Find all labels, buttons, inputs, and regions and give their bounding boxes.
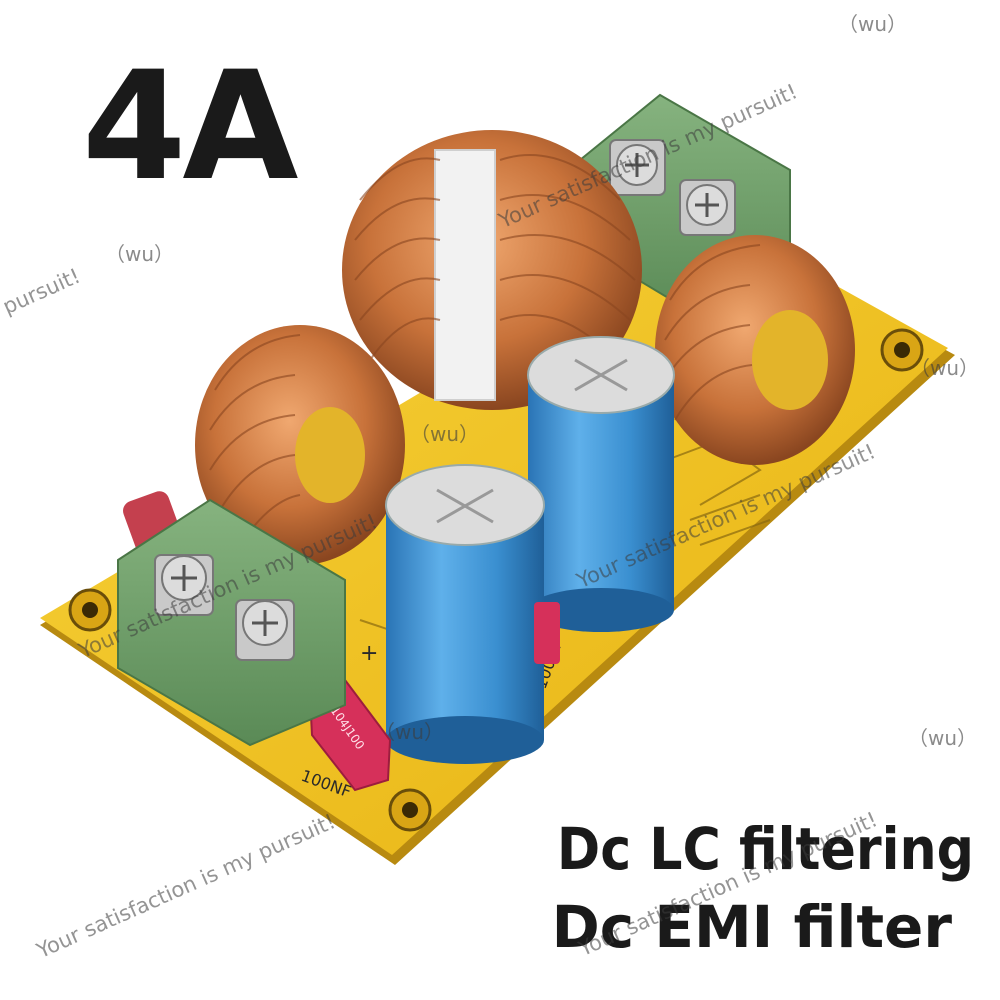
watermark-tag: （wu） <box>908 726 978 750</box>
caption-dc-lc-filtering: Dc LC filtering <box>556 815 974 883</box>
watermark-tag: （wu） <box>375 720 445 744</box>
caption-dc-emi-filter: Dc EMI filter <box>551 893 952 961</box>
watermark-tag: （wu） <box>410 422 480 446</box>
screw-terminal-block-icon <box>117 498 346 747</box>
copper-toroid-inductor-icon <box>195 325 405 565</box>
watermark-tag: （wu） <box>105 242 175 266</box>
electrolytic-capacitor-icon <box>527 336 675 632</box>
electrolytic-capacitor-icon <box>385 464 545 764</box>
watermark-tag: （wu） <box>910 356 980 380</box>
copper-toroid-inductor-icon <box>342 130 642 410</box>
copper-toroid-inductor-icon <box>655 235 855 465</box>
current-rating-title: 4A <box>82 40 298 214</box>
film-capacitor-icon <box>534 602 560 664</box>
watermark-tag: （wu） <box>838 12 908 36</box>
polarity-plus-label: + <box>360 641 378 666</box>
